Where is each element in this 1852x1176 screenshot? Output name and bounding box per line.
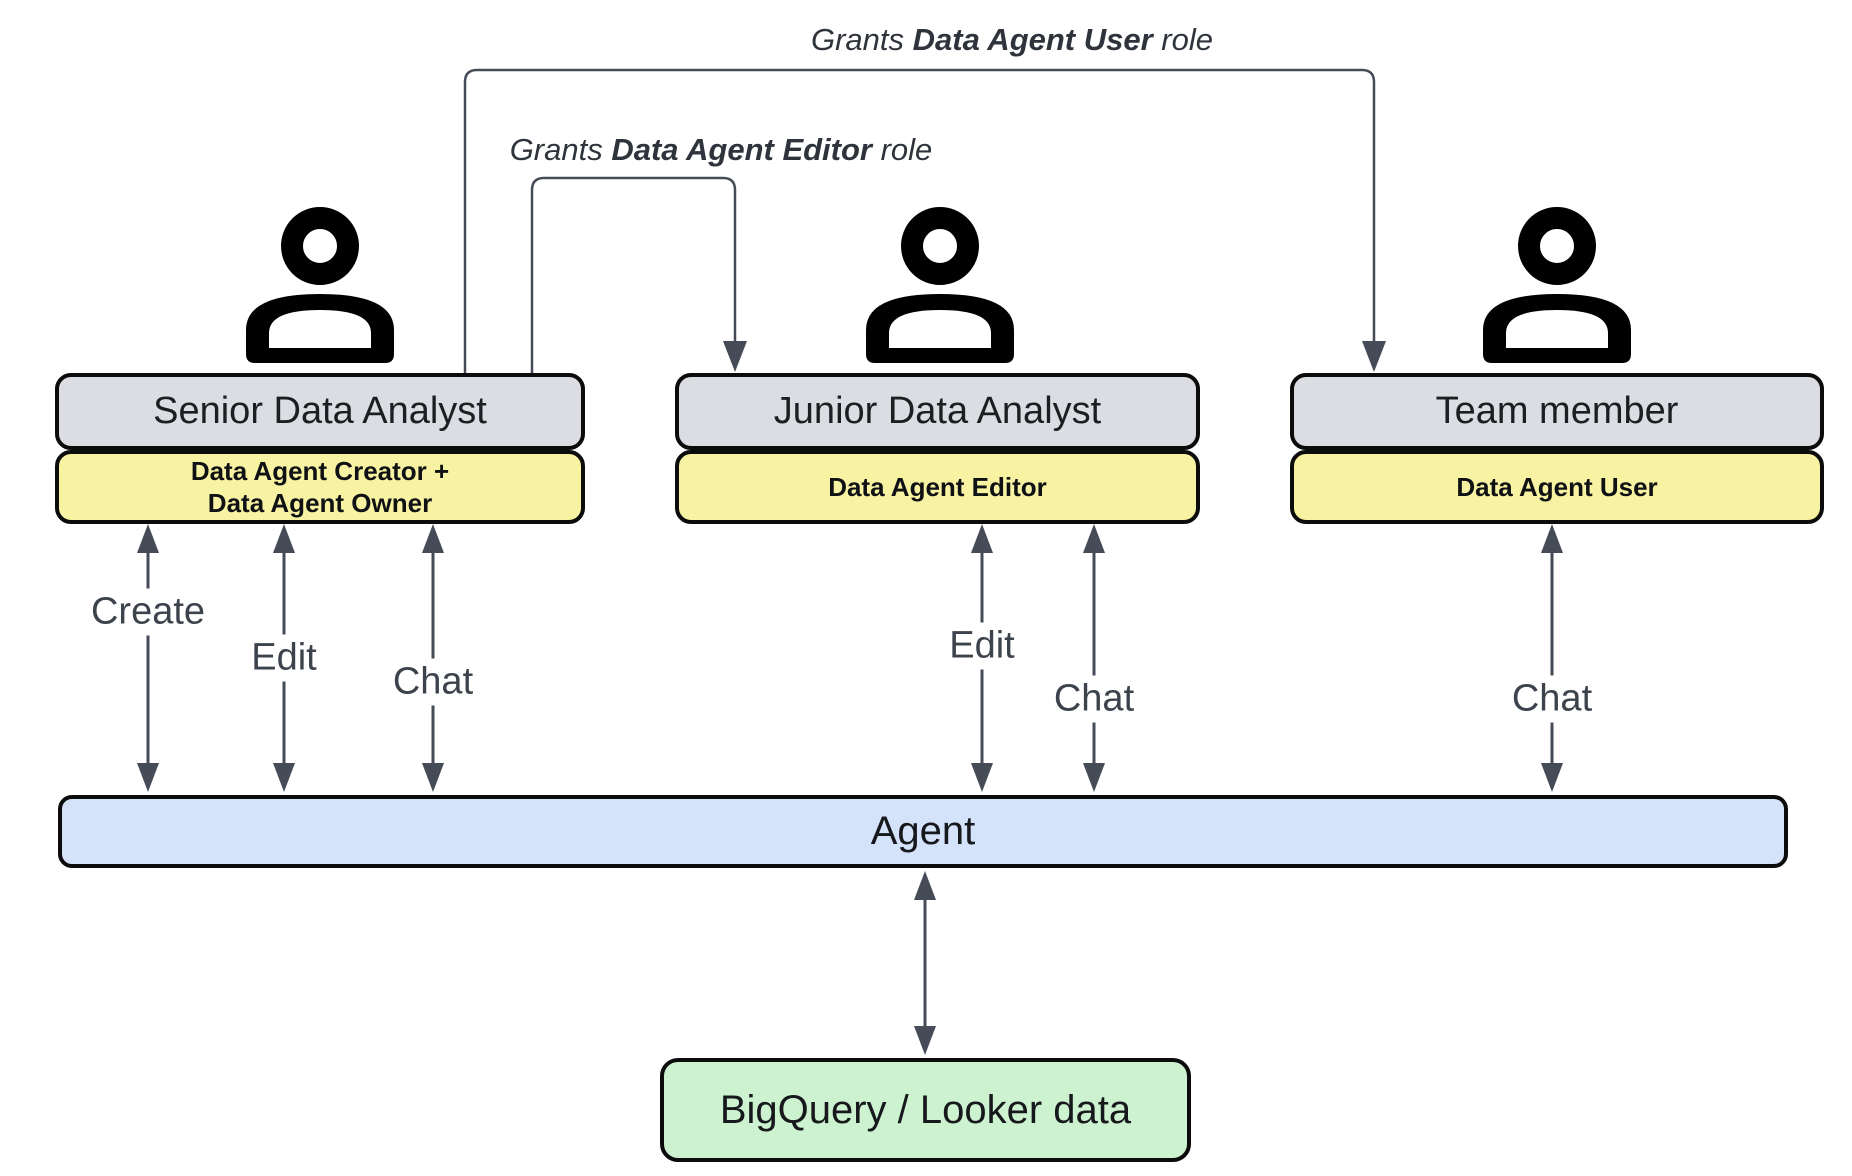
arrow-senior-chat [421,524,445,792]
person-icon [1483,207,1631,363]
arrow-shaft [146,548,150,768]
arrowhead-down [1541,763,1563,792]
actor-title-label: Junior Data Analyst [773,390,1102,432]
grant-editor-label: Grants Data Agent Editor role [503,132,939,168]
action-label-edit: Edit [243,634,325,682]
arrowhead-down [422,763,444,792]
actor-role-senior-data-analyst: Data Agent Creator + Data Agent Owner [55,450,585,524]
arrow-shaft [1550,548,1554,768]
actor-role-line: Data Agent Editor [828,472,1047,502]
arrowhead-up [971,524,993,553]
agent-box: Agent [58,795,1788,868]
arrowhead-down [971,763,993,792]
arrowhead-down [1083,763,1105,792]
actor-role-team-member: Data Agent User [1290,450,1824,524]
arrowhead-up [1541,524,1563,553]
arrow-agent-data [913,871,937,1055]
grant-user-connector-line [463,68,1376,373]
action-label-chat: Chat [1045,675,1143,723]
arrowhead-up [1083,524,1105,553]
actor-role-line: Data Agent Creator + [190,456,450,486]
action-label-chat: Chat [1503,675,1601,723]
arrowhead-up [422,524,444,553]
arrow-senior-create [136,524,160,792]
actor-role-line: Data Agent User [1456,472,1658,502]
grant-user-label-prefix: Grants [811,22,913,57]
person-icon [866,207,1014,363]
grant-editor-connector-arrowhead [723,341,747,372]
actor-role-line: Data Agent Owner [207,488,433,518]
arrow-junior-chat [1082,524,1106,792]
grant-editor-connector-line [530,176,737,373]
grant-user-label-role: Data Agent User [912,22,1153,57]
action-label-chat: Chat [384,658,482,706]
action-label-create: Create [82,588,214,636]
datastore-label: BigQuery / Looker data [719,1087,1132,1132]
arrow-team-chat [1540,524,1564,792]
arrowhead-down [137,763,159,792]
arrow-shaft [431,548,435,768]
grant-user-connector-arrowhead [1362,341,1386,372]
grant-editor-label-suffix: role [871,132,933,167]
datastore-box: BigQuery / Looker data [660,1058,1191,1162]
arrow-shaft [1092,548,1096,768]
arrow-shaft [923,895,927,1031]
actor-role-junior-data-analyst: Data Agent Editor [675,450,1200,524]
grant-editor-label-prefix: Grants [509,132,612,167]
action-label-edit: Edit [941,622,1023,670]
arrowhead-down [273,763,295,792]
actor-title-label: Senior Data Analyst [153,390,487,432]
arrowhead-up [914,871,936,900]
grant-editor-label-role: Data Agent Editor [611,132,872,167]
actor-title-label: Team member [1435,390,1679,432]
arrowhead-up [273,524,295,553]
arrowhead-down [914,1026,936,1055]
grant-user-label: Grants Data Agent User role [805,22,1219,58]
person-icon [246,207,394,363]
actor-title-senior-data-analyst: Senior Data Analyst [55,373,585,450]
actor-title-team-member: Team member [1290,373,1824,450]
actor-title-junior-data-analyst: Junior Data Analyst [675,373,1200,450]
agent-label: Agent [870,809,976,853]
arrowhead-up [137,524,159,553]
grant-user-label-suffix: role [1152,22,1213,57]
